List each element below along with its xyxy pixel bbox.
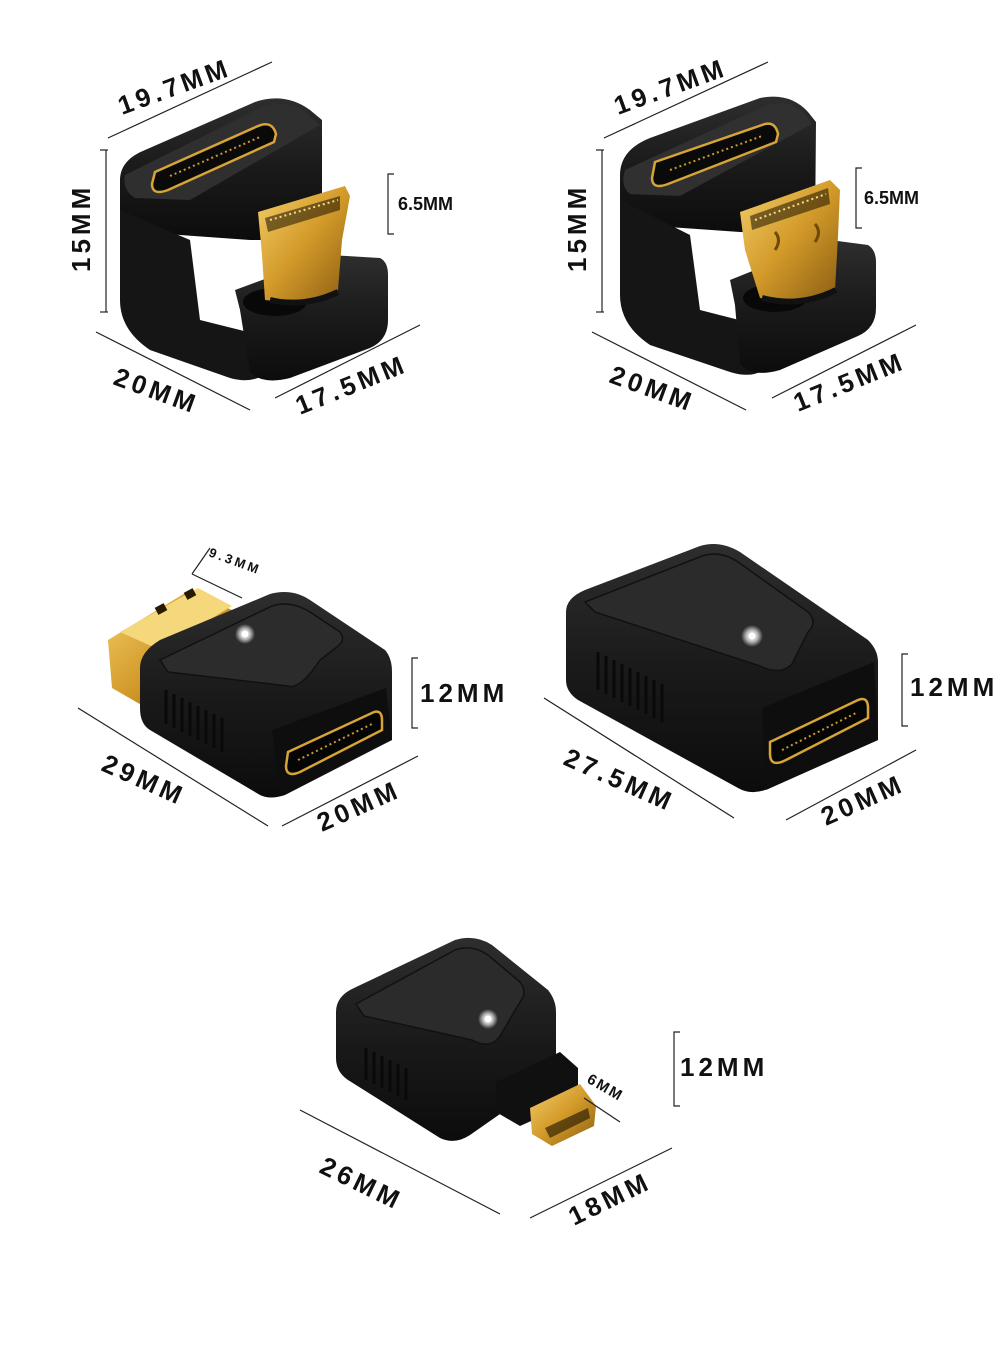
dimension-lines-c: [77, 547, 419, 827]
dim-connector-b: 6.5MM: [864, 188, 919, 208]
dim-height-a: 15MM: [66, 184, 96, 272]
dimension-lines-b: [591, 61, 917, 411]
dim-length-e: 26MM: [315, 1150, 407, 1216]
adapter-micro-male: [336, 937, 596, 1146]
dim-top-a: 19.7MM: [114, 52, 235, 121]
dim-width-c: 20MM: [312, 774, 405, 837]
dim-plug-c: 9.3MM: [207, 545, 264, 578]
dim-top-b: 19.7MM: [610, 52, 731, 121]
adapter-up-angle-mini-b: [620, 96, 876, 375]
dim-left-a: 20MM: [110, 361, 203, 419]
dimension-lines-a: [95, 61, 421, 411]
dim-width-d: 20MM: [816, 768, 909, 831]
dim-connector-a: 6.5MM: [398, 194, 453, 214]
dimension-lines-e: [299, 1031, 680, 1219]
dim-height-c: 12MM: [420, 678, 508, 708]
adapter-up-angle-mini-a: [120, 98, 388, 381]
adapter-coupler-female: [566, 544, 878, 793]
dim-length-c: 29MM: [98, 748, 191, 811]
dim-width-e: 18MM: [563, 1166, 655, 1232]
dim-height-e: 12MM: [680, 1052, 768, 1082]
dim-height-d: 12MM: [910, 672, 998, 702]
dimension-lines-d: [543, 653, 917, 821]
dim-length-d: 27.5MM: [560, 742, 680, 817]
adapter-straight-full-male: [108, 588, 392, 798]
dim-height-b: 15MM: [562, 184, 592, 272]
dim-left-b: 20MM: [606, 359, 699, 417]
